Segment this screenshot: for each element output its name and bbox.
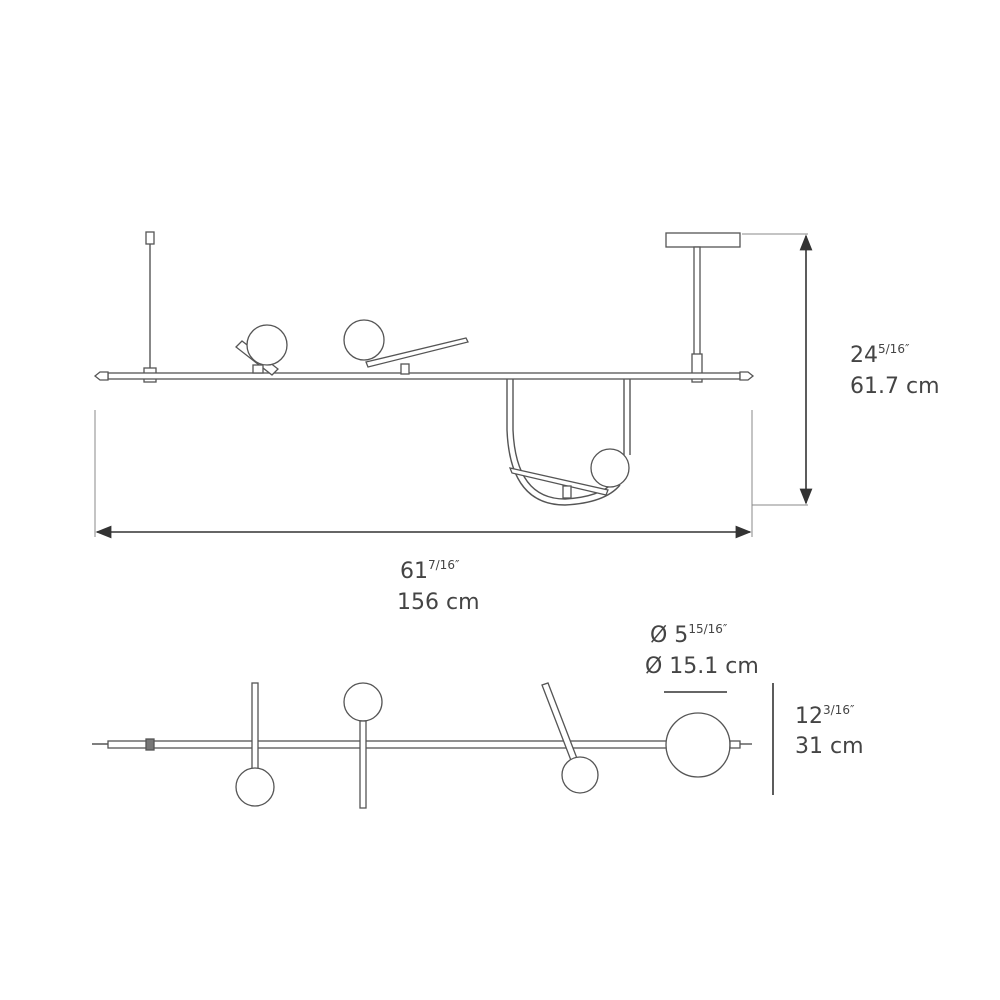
plan-arm-2 — [343, 682, 383, 809]
globe-arm-2 — [343, 319, 469, 375]
depth-metric: 31 cm — [795, 734, 864, 759]
glass-globe — [246, 324, 288, 366]
glass-globe — [235, 767, 275, 807]
height-imperial: 245/16″ — [850, 342, 910, 368]
height-metric: 61.7 cm — [850, 374, 940, 399]
ceiling-canopy — [665, 232, 741, 383]
plan-arm-1 — [235, 682, 275, 807]
diameter-imperial: Ø 515/16″ — [650, 622, 728, 648]
diameter-metric: Ø 15.1 cm — [645, 654, 759, 679]
globe-arm-1 — [235, 324, 288, 376]
main-rod — [107, 372, 741, 380]
plan-main-rod — [107, 740, 669, 749]
u-shaped-arm — [506, 379, 631, 506]
glass-globe — [561, 756, 599, 794]
front-elevation: 245/16″ 61.7 cm 617/16″ 156 cm — [93, 231, 940, 615]
plan-arm-3 — [541, 682, 599, 794]
right-end-cap — [739, 371, 755, 381]
depth-imperial: 123/16″ — [795, 703, 855, 729]
large-glass-globe — [665, 712, 731, 778]
plan-view: Ø 515/16″ Ø 15.1 cm 123/16″ 31 cm — [92, 622, 864, 809]
glass-globe — [343, 319, 385, 361]
width-metric: 156 cm — [397, 590, 480, 615]
left-end-cap — [93, 371, 109, 381]
glass-globe — [590, 448, 630, 488]
width-imperial: 617/16″ — [400, 558, 460, 584]
left-suspension-cable — [143, 231, 157, 383]
glass-globe — [343, 682, 383, 722]
